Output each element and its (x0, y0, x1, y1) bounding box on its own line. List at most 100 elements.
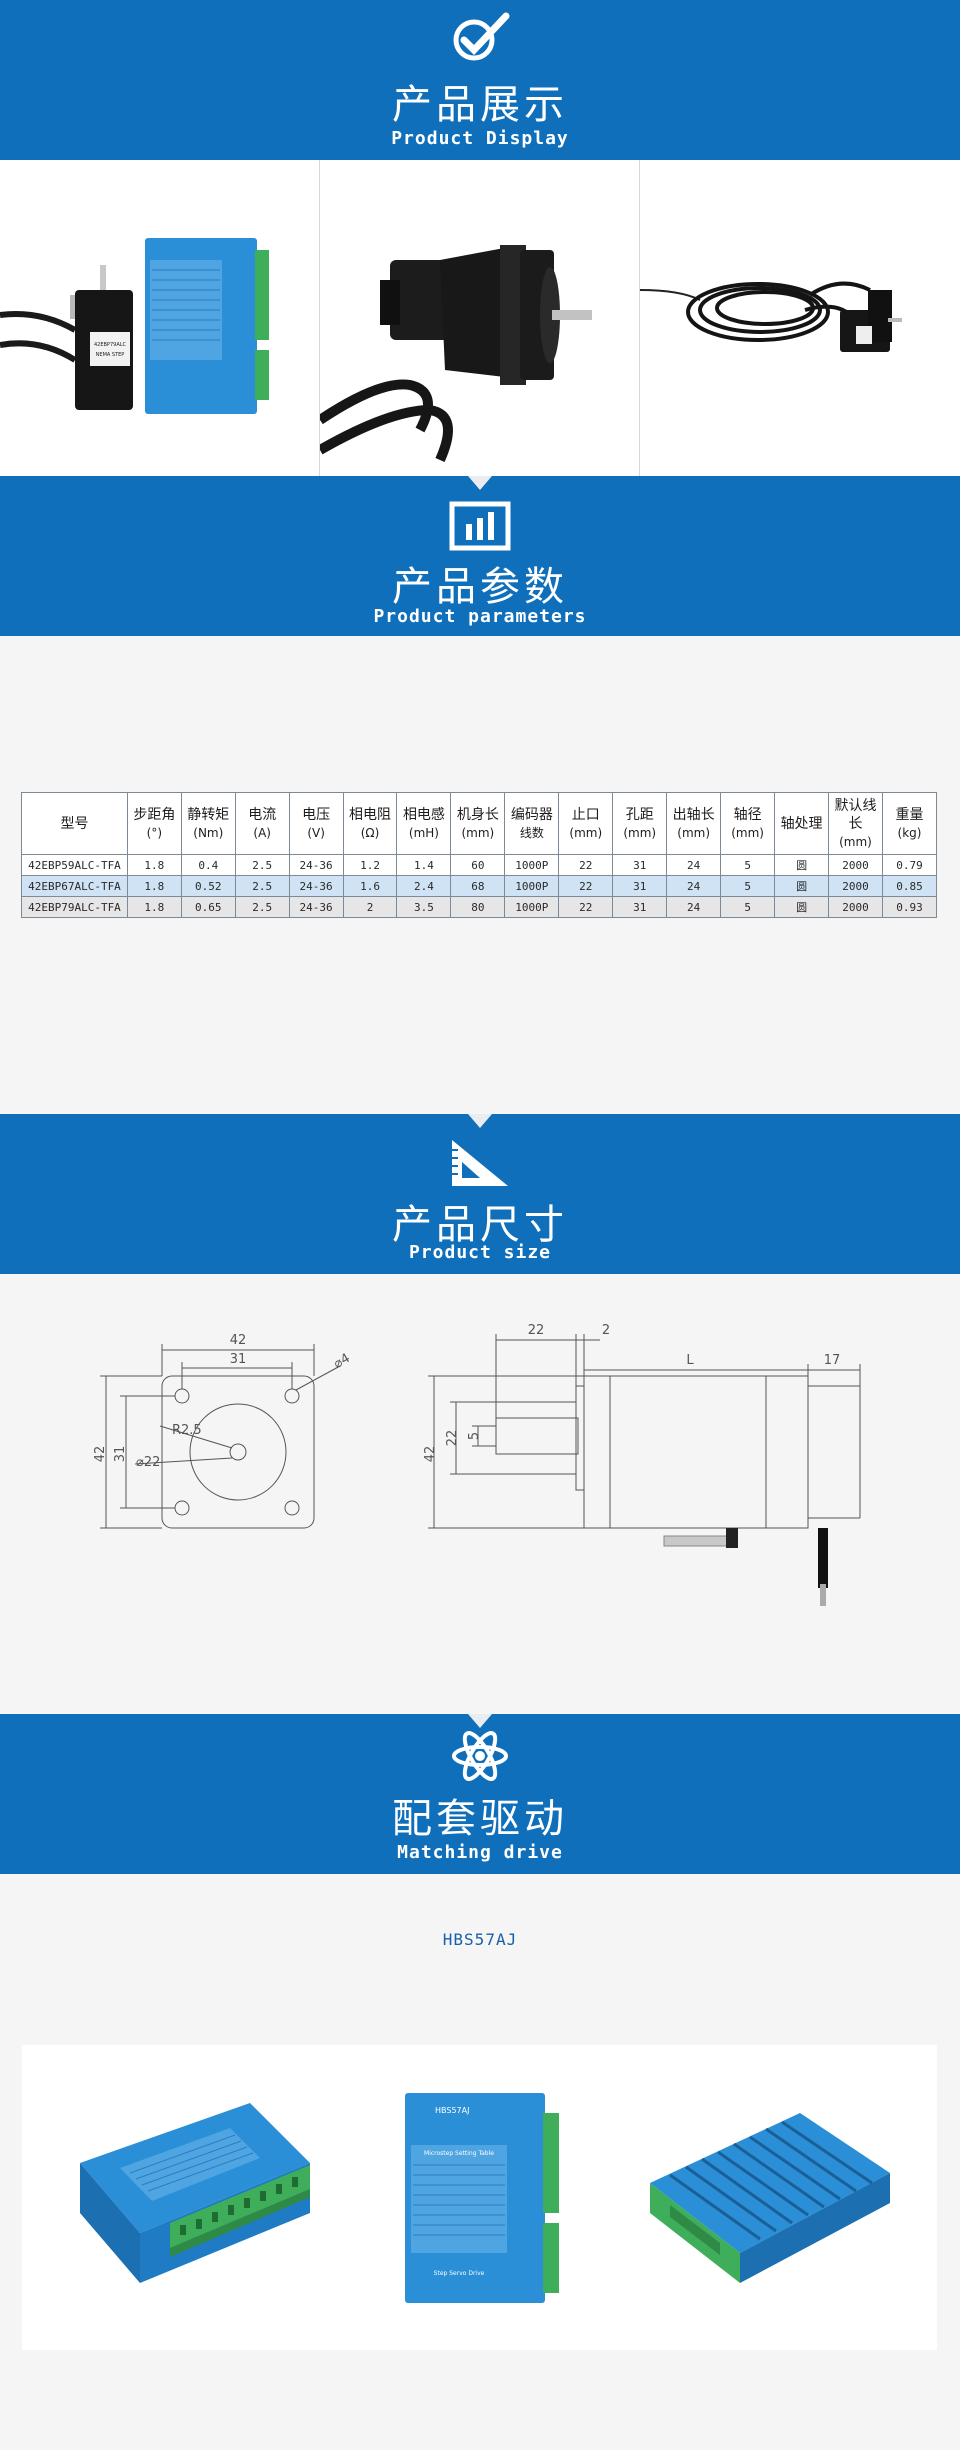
motor-with-driver-photo: 42EBP79ALC NEMA STEP (0, 238, 269, 414)
spec-table-cell: 2.5 (234, 875, 290, 897)
side-shaft: 5 (467, 1432, 482, 1440)
section-title: 配套驱动 (392, 1796, 568, 1842)
spec-header-shaft-treatment: 轴处理 (774, 792, 830, 855)
section-title: 产品参数 (392, 564, 568, 610)
driver-angled-photo (79, 2102, 310, 2283)
spec-table-cell: 22 (558, 875, 614, 897)
side-L: L (686, 1353, 694, 1368)
section-title: 产品展示 (392, 82, 568, 128)
spec-table-cell: 1000P (504, 875, 560, 897)
motor-label-line2: NEMA STEP (96, 352, 125, 358)
side-d17: 17 (824, 1353, 841, 1368)
banner-notch (468, 476, 492, 490)
side-d2: 2 (602, 1323, 610, 1338)
dimension-drawing-svg: 42 31 R2.5 ⌀22 ⌀4 42 31 (93, 1323, 861, 1606)
spec-table-cell: 24 (666, 854, 722, 876)
driver-panel-title: Microstep Setting Table (424, 2150, 494, 2157)
driver-model-label: HBS57AJ (442, 1930, 518, 1949)
spec-table-cell: 5 (720, 854, 776, 876)
section-banner-parameters: 产品参数 Product parameters (0, 476, 960, 636)
spec-table-header-row: 型号 步距角(°) 静转矩(Nm) 电流(A) 电压(V) 相电阻(Ω) 相电感… (21, 792, 938, 855)
spec-header-body-length: 机身长(mm) (450, 792, 506, 855)
spec-table-cell: 31 (612, 896, 668, 918)
spec-table-cell: 圆 (774, 854, 830, 876)
driver-front-photo: HBS57AJ Microstep Setting Table Step Ser… (404, 2092, 559, 2303)
spec-header-model: 型号 (21, 792, 128, 855)
spec-header-shaft-diameter: 轴径(mm) (720, 792, 776, 855)
section-subtitle: Product size (408, 1242, 552, 1263)
spec-table-cell: 0.52 (180, 875, 236, 897)
spec-table-cell: 1.6 (342, 875, 398, 897)
front-radius: R2.5 (172, 1423, 202, 1438)
spec-table-cell: 0.93 (881, 896, 938, 918)
spec-table-cell: 22 (558, 896, 614, 918)
spec-header-step-angle: 步距角(°) (126, 792, 182, 855)
section-subtitle: Product parameters (373, 606, 587, 627)
spec-header-cable-length: 默认线长(mm) (828, 792, 883, 855)
spec-table-cell: 1.8 (126, 896, 182, 918)
driver-photos: HBS57AJ Microstep Setting Table Step Ser… (22, 2045, 937, 2350)
spec-header-voltage: 电压(V) (288, 792, 344, 855)
spec-table-cell: 1.8 (126, 875, 182, 897)
spec-table-cell: 5 (720, 875, 776, 897)
side-h22: 22 (445, 1430, 460, 1447)
set-square-icon (452, 1140, 508, 1186)
banner-notch (468, 1114, 492, 1128)
section-banner-display: 产品展示 Product Display (0, 0, 960, 160)
atom-icon (452, 1731, 508, 1781)
gallery-tile-motor-closeup (320, 160, 640, 476)
spec-table-cell: 2.4 (396, 875, 452, 897)
motor-closeup-photo (320, 245, 592, 463)
spec-table-cell: 圆 (774, 875, 830, 897)
spec-table-cell: 1.8 (126, 854, 182, 876)
motor-label-line1: 42EBP79ALC (94, 342, 127, 348)
spec-table-cell: 68 (450, 875, 506, 897)
spec-table-cell: 24-36 (288, 875, 344, 897)
driver-footer-text: Step Servo Drive (433, 2270, 484, 2277)
spec-table-cell: 42EBP59ALC-TFA (21, 854, 128, 876)
front-hole-dia: ⌀4 (331, 1351, 352, 1372)
spec-table-cell: 3.5 (396, 896, 452, 918)
spec-table-cell: 24-36 (288, 896, 344, 918)
spec-table-cell: 22 (558, 854, 614, 876)
spec-table-cell: 1000P (504, 854, 560, 876)
spec-table-cell: 42EBP67ALC-TFA (21, 875, 128, 897)
spec-table-cell: 2.5 (234, 896, 290, 918)
section-subtitle: Matching drive (397, 1842, 563, 1863)
product-gallery: 42EBP79ALC NEMA STEP (0, 160, 960, 476)
spec-table-cell: 60 (450, 854, 506, 876)
spec-table-cell: 圆 (774, 896, 830, 918)
spec-table-cell: 1.4 (396, 854, 452, 876)
spec-header-current: 电流(A) (234, 792, 290, 855)
banner-notch (468, 1714, 492, 1728)
spec-table-cell: 0.79 (881, 854, 938, 876)
spec-header-phase-resistance: 相电阻(Ω) (342, 792, 398, 855)
spec-header-holding-torque: 静转矩(Nm) (180, 792, 236, 855)
spec-table-cell: 0.4 (180, 854, 236, 876)
spec-table-cell: 2000 (828, 896, 883, 918)
section-banner-drive: 配套驱动 Matching drive (0, 1714, 960, 1874)
spec-table-cell: 31 (612, 875, 668, 897)
gallery-tile-motor-driver: 42EBP79ALC NEMA STEP (0, 160, 320, 476)
spec-table-cell: 0.65 (180, 896, 236, 918)
section-banner-size: 产品尺寸 Product size (0, 1114, 960, 1274)
spec-table-cell: 2000 (828, 875, 883, 897)
section-subtitle: Product Display (391, 128, 569, 149)
gallery-tile-motor-cables (640, 160, 960, 476)
motor-with-cables-photo (640, 281, 902, 352)
front-height-31: 31 (113, 1446, 128, 1463)
spec-table-cell: 24-36 (288, 854, 344, 876)
side-view-drawing (428, 1334, 861, 1529)
driver-brand-text: HBS57AJ (435, 2106, 469, 2115)
spec-table-cell: 2000 (828, 854, 883, 876)
spec-table-cell: 80 (450, 896, 506, 918)
spec-header-phase-inductance: 相电感(mH) (396, 792, 452, 855)
spec-table-cell: 2 (342, 896, 398, 918)
spec-table-cell: 0.85 (881, 875, 938, 897)
spec-header-spigot: 止口(mm) (558, 792, 614, 855)
spec-table-cell: 2.5 (234, 854, 290, 876)
